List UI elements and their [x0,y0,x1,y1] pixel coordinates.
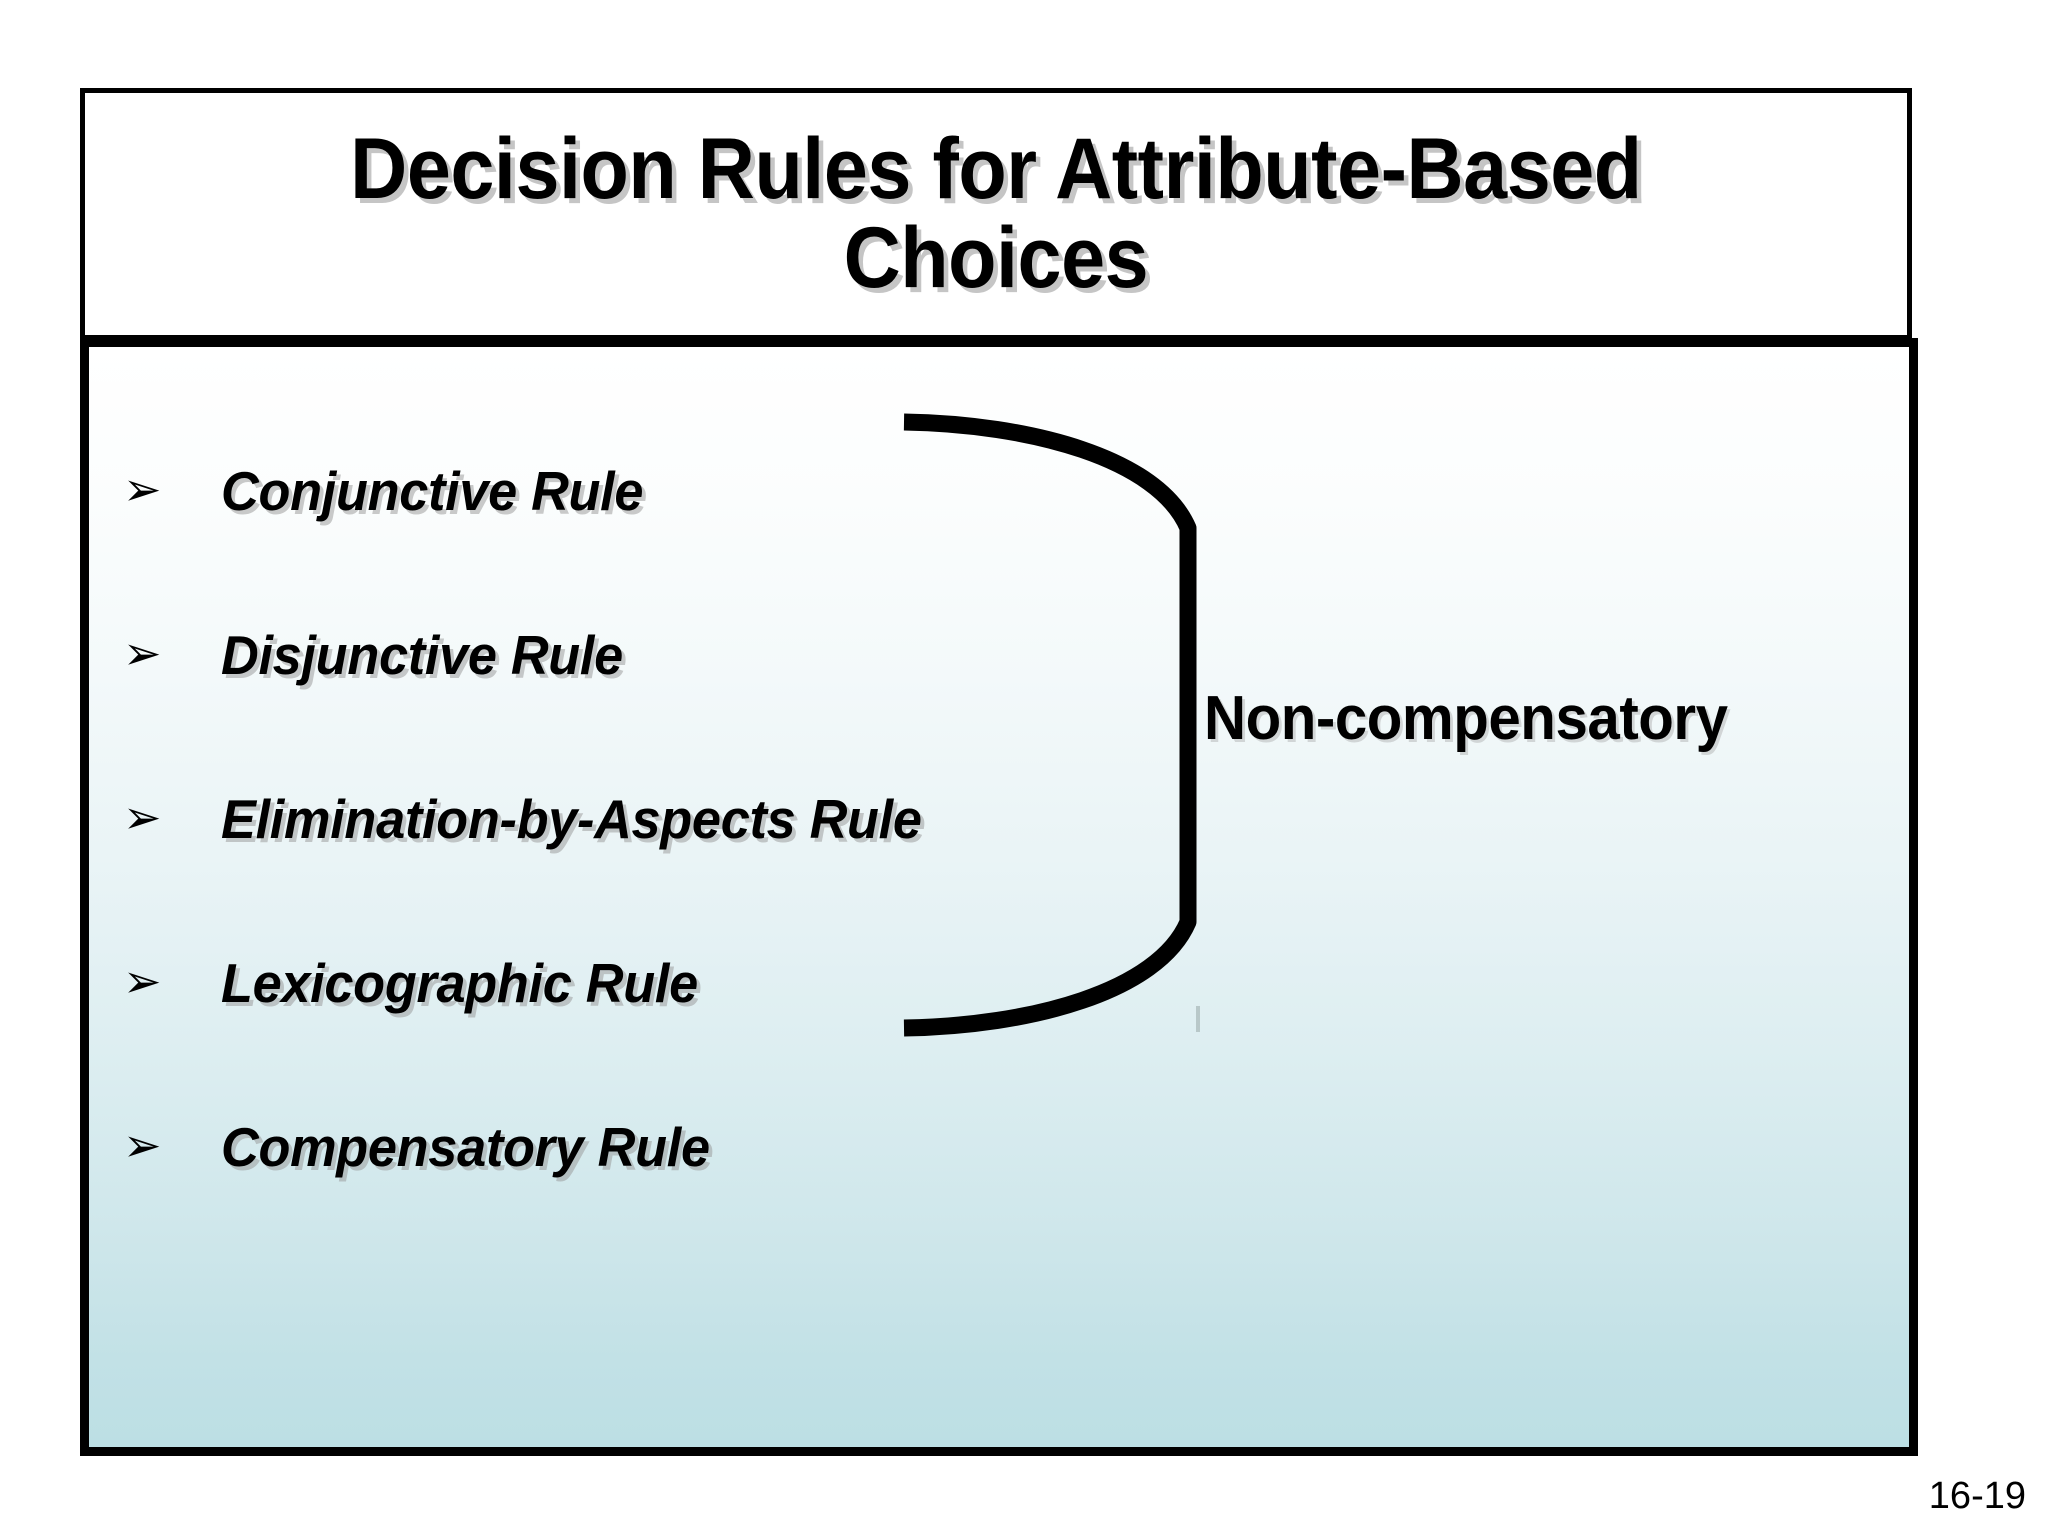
list-item[interactable]: ➢ Elimination-by-Aspects Rule [111,737,1311,901]
title-box: Decision Rules for Attribute-Based Choic… [80,88,1912,340]
arrowhead-bullet-icon: ➢ [123,462,162,516]
list-item-label: Disjunctive Rule [221,623,623,686]
page-number: 16-19 [1928,1475,2026,1517]
arrowhead-bullet-icon: ➢ [123,954,162,1008]
list-item[interactable]: ➢ Compensatory Rule [111,1065,1311,1229]
arrowhead-bullet-icon: ➢ [123,1118,162,1172]
list-item-label: Elimination-by-Aspects Rule [221,787,922,850]
list-item[interactable]: ➢ Lexicographic Rule [111,901,1311,1065]
brace-tick-mark [1196,1006,1200,1032]
non-compensatory-label: Non-compensatory [1204,684,1728,753]
arrowhead-bullet-icon: ➢ [123,626,162,680]
page-title: Decision Rules for Attribute-Based Choic… [350,121,1642,306]
list-item[interactable]: ➢ Disjunctive Rule [111,573,1311,737]
list-item[interactable]: ➢ Conjunctive Rule [111,409,1311,573]
arrowhead-bullet-icon: ➢ [123,790,162,844]
list-item-label: Compensatory Rule [221,1115,710,1178]
list-item-label: Lexicographic Rule [221,951,698,1014]
list-item-label: Conjunctive Rule [221,459,644,522]
decision-rules-list: ➢ Conjunctive Rule ➢ Disjunctive Rule ➢ … [111,409,1311,1229]
content-box: ➢ Conjunctive Rule ➢ Disjunctive Rule ➢ … [80,338,1918,1456]
